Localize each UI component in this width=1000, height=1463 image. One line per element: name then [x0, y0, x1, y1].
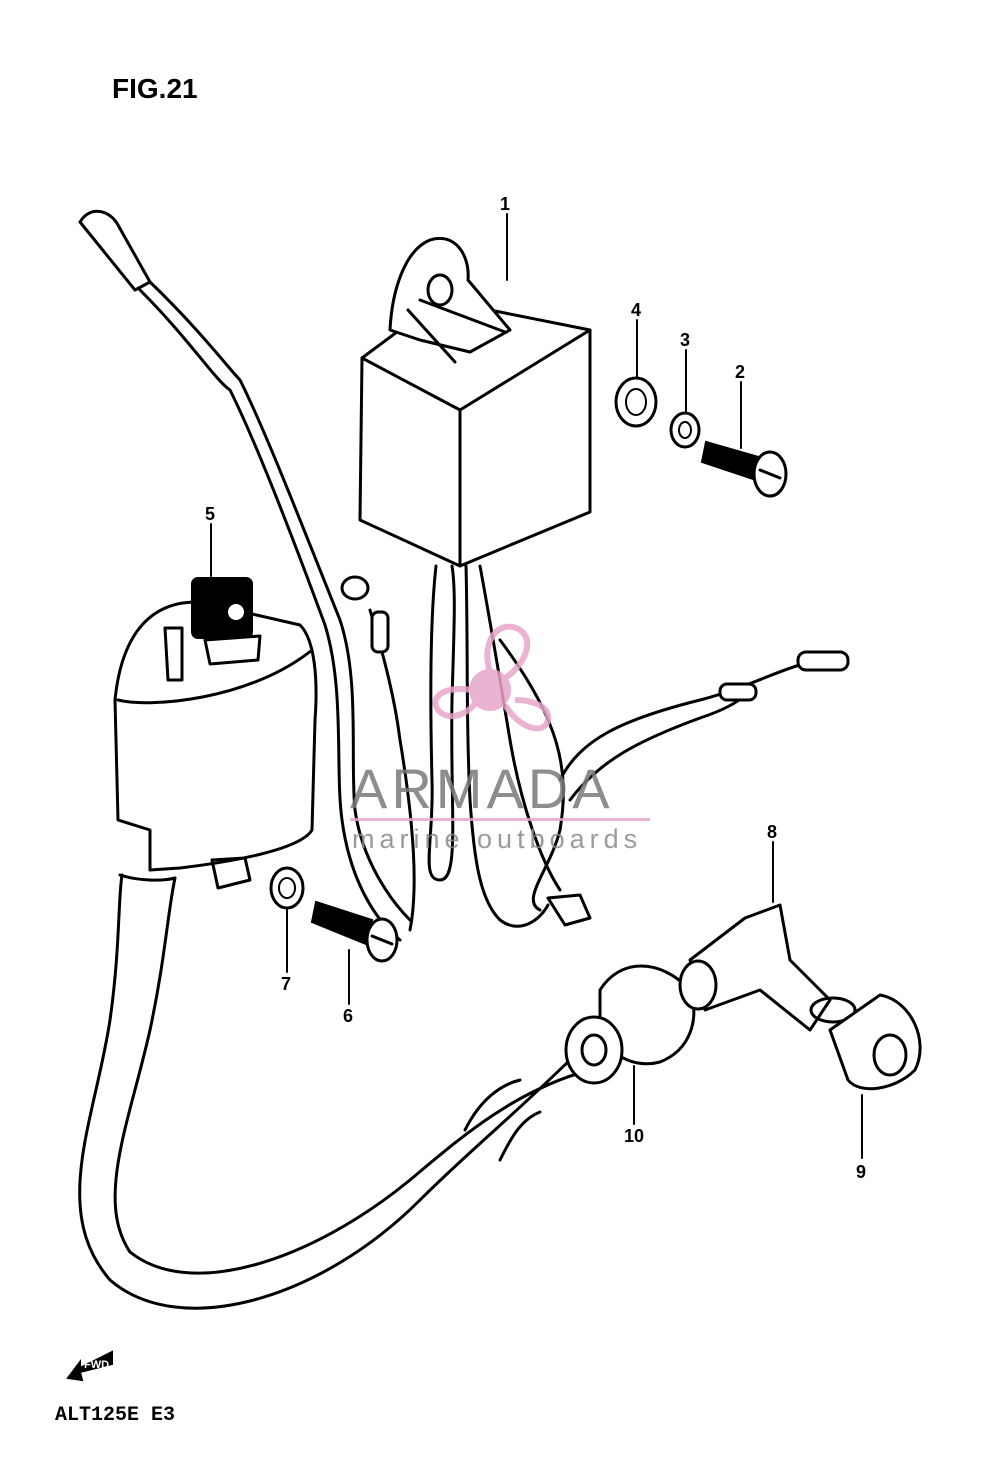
ignition-coil-part-5 — [113, 577, 318, 890]
washer-part-7 — [269, 866, 305, 910]
callout-10: 10 — [624, 1126, 644, 1146]
plug-cap-cover-part-9 — [828, 993, 922, 1091]
fwd-arrow-icon: FWD — [66, 1350, 113, 1382]
washer-part-4 — [614, 376, 658, 428]
watermark-brand: ARMADA — [350, 757, 614, 820]
callout-9: 9 — [856, 1162, 866, 1182]
armada-watermark: ARMADA marine outboards — [350, 623, 650, 854]
callout-3: 3 — [680, 330, 690, 350]
callout-2: 2 — [735, 362, 745, 382]
watermark-tagline: marine outboards — [352, 824, 642, 854]
plug-cap-part-8 — [678, 903, 857, 1032]
callout-1: 1 — [500, 194, 510, 214]
callout-7: 7 — [281, 974, 291, 994]
figure-title: FIG.21 — [112, 73, 198, 104]
primary-lead-wire — [78, 210, 412, 942]
screw-part-2 — [700, 440, 788, 498]
high-tension-lead — [78, 873, 592, 1310]
callout-5: 5 — [205, 504, 215, 524]
leader-lines — [210, 213, 863, 1159]
callout-4: 4 — [631, 300, 641, 320]
suppressor-cap-part-10 — [564, 964, 696, 1085]
fwd-label: FWD — [84, 1359, 109, 1371]
model-code: ALT125E E3 — [55, 1404, 175, 1427]
lock-washer-part-3 — [669, 411, 701, 449]
callout-labels: 1 2 3 4 5 6 7 8 9 10 — [205, 194, 866, 1182]
screw-part-6 — [310, 900, 399, 963]
armada-logo-icon — [432, 623, 552, 732]
cdi-unit-part-1 — [358, 236, 592, 568]
callout-8: 8 — [767, 822, 777, 842]
callout-6: 6 — [343, 1006, 353, 1026]
